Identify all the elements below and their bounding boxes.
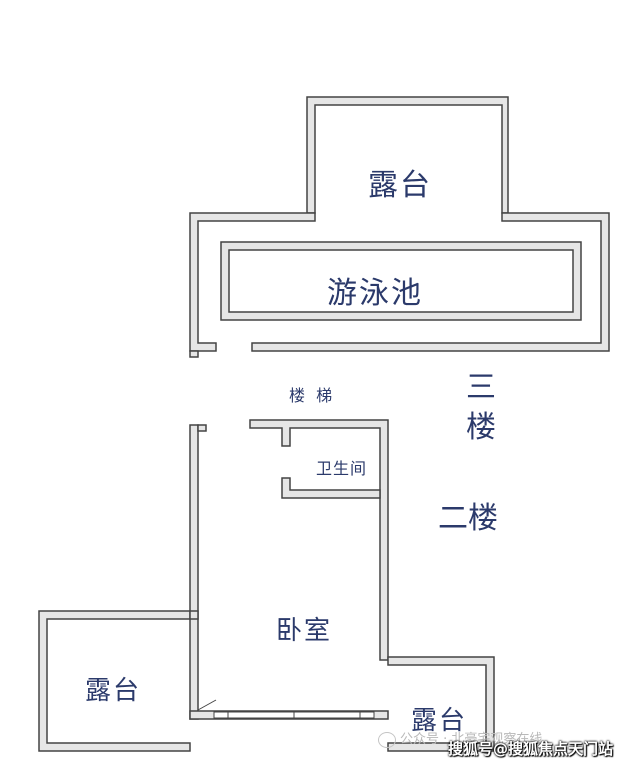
- label-stairs: 楼 梯: [289, 386, 336, 405]
- label-right-terrace: 露台: [411, 706, 468, 736]
- label-third-floor-bottom: 楼: [466, 410, 496, 445]
- watermark-text: 公众号 · 北豪宅观察在线: [400, 732, 543, 747]
- wall-left-terrace-side: [189, 610, 199, 620]
- watermark: 公众号 · 北豪宅观察在线: [378, 728, 542, 748]
- corner-mark: [197, 699, 217, 711]
- wechat-icon: [378, 731, 396, 748]
- wall-left-stub: [189, 350, 199, 358]
- label-second-floor: 二楼: [438, 501, 498, 536]
- wall-bathroom: [249, 419, 389, 661]
- wall-left-lower: [189, 424, 199, 720]
- label-bedroom: 卧室: [276, 616, 333, 646]
- label-pool: 游泳池: [327, 276, 423, 311]
- wall-upper-right: [251, 212, 610, 352]
- label-left-terrace: 露台: [85, 676, 142, 706]
- label-bathroom: 卫生间: [316, 459, 368, 478]
- label-top-terrace: 露台: [368, 168, 432, 203]
- label-third-floor-top: 三: [466, 370, 496, 405]
- wall-upper-outer: [189, 212, 316, 352]
- wall-left-stub-2: [197, 424, 207, 432]
- bedroom-window: [213, 711, 375, 719]
- wall-bathroom-lower: [281, 477, 381, 499]
- pool-outline: [220, 241, 582, 321]
- source-tag: 搜狐号@搜狐焦点天门站: [448, 740, 614, 758]
